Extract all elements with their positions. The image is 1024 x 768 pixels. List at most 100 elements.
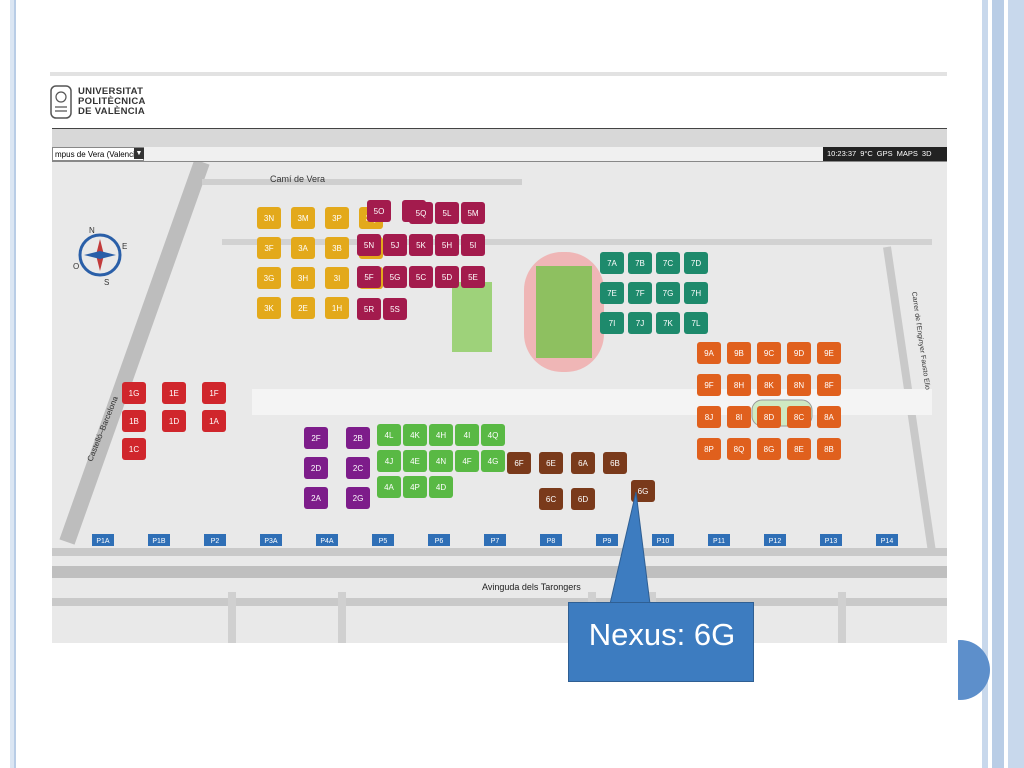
building-2a[interactable]: 2A — [304, 487, 328, 509]
parking-p1a[interactable]: P1A — [92, 534, 114, 546]
building-3g[interactable]: 3G — [257, 267, 281, 289]
parking-p12[interactable]: P12 — [764, 534, 786, 546]
building-8n[interactable]: 8N — [787, 374, 811, 396]
building-4h[interactable]: 4H — [429, 424, 453, 446]
building-6b[interactable]: 6B — [603, 452, 627, 474]
building-7f[interactable]: 7F — [628, 282, 652, 304]
parking-p14[interactable]: P14 — [876, 534, 898, 546]
building-5g[interactable]: 5G — [383, 266, 407, 288]
building-1a[interactable]: 1A — [202, 410, 226, 432]
building-4a[interactable]: 4A — [377, 476, 401, 498]
building-5m[interactable]: 5M — [461, 202, 485, 224]
building-5c[interactable]: 5C — [409, 266, 433, 288]
building-4k[interactable]: 4K — [403, 424, 427, 446]
parking-p3a[interactable]: P3A — [260, 534, 282, 546]
building-7d[interactable]: 7D — [684, 252, 708, 274]
building-7b[interactable]: 7B — [628, 252, 652, 274]
parking-p13[interactable]: P13 — [820, 534, 842, 546]
building-3i[interactable]: 3I — [325, 267, 349, 289]
building-9f[interactable]: 9F — [697, 374, 721, 396]
building-4f[interactable]: 4F — [455, 450, 479, 472]
building-5q[interactable]: 5Q — [409, 202, 433, 224]
building-5h[interactable]: 5H — [435, 234, 459, 256]
building-2b[interactable]: 2B — [346, 427, 370, 449]
building-8f[interactable]: 8F — [817, 374, 841, 396]
building-5n[interactable]: 5N — [357, 234, 381, 256]
building-9c[interactable]: 9C — [757, 342, 781, 364]
building-3n[interactable]: 3N — [257, 207, 281, 229]
building-5e[interactable]: 5E — [461, 266, 485, 288]
building-1e[interactable]: 1E — [162, 382, 186, 404]
building-2e[interactable]: 2E — [291, 297, 315, 319]
building-7j[interactable]: 7J — [628, 312, 652, 334]
building-7h[interactable]: 7H — [684, 282, 708, 304]
building-4e[interactable]: 4E — [403, 450, 427, 472]
building-7g[interactable]: 7G — [656, 282, 680, 304]
building-9b[interactable]: 9B — [727, 342, 751, 364]
building-5k[interactable]: 5K — [409, 234, 433, 256]
building-1c[interactable]: 1C — [122, 438, 146, 460]
campus-map[interactable]: mpus de Vera (Valencia) ▼ 10:23:37 9°C G… — [52, 128, 947, 643]
building-8b[interactable]: 8B — [817, 438, 841, 460]
parking-p5[interactable]: P5 — [372, 534, 394, 546]
building-4j[interactable]: 4J — [377, 450, 401, 472]
building-8i[interactable]: 8I — [727, 406, 751, 428]
building-8e[interactable]: 8E — [787, 438, 811, 460]
building-3h[interactable]: 3H — [291, 267, 315, 289]
building-7k[interactable]: 7K — [656, 312, 680, 334]
building-4l[interactable]: 4L — [377, 424, 401, 446]
building-1f[interactable]: 1F — [202, 382, 226, 404]
building-3p[interactable]: 3P — [325, 207, 349, 229]
parking-p4a[interactable]: P4A — [316, 534, 338, 546]
building-8k[interactable]: 8K — [757, 374, 781, 396]
building-5s[interactable]: 5S — [383, 298, 407, 320]
building-1g[interactable]: 1G — [122, 382, 146, 404]
building-6c[interactable]: 6C — [539, 488, 563, 510]
building-5o[interactable]: 5O — [367, 200, 391, 222]
building-2d[interactable]: 2D — [304, 457, 328, 479]
building-8q[interactable]: 8Q — [727, 438, 751, 460]
building-8p[interactable]: 8P — [697, 438, 721, 460]
building-4g[interactable]: 4G — [481, 450, 505, 472]
building-4p[interactable]: 4P — [403, 476, 427, 498]
building-5d[interactable]: 5D — [435, 266, 459, 288]
maps-button[interactable]: MAPS — [896, 149, 918, 158]
gps-button[interactable]: GPS — [876, 149, 893, 158]
building-3b[interactable]: 3B — [325, 237, 349, 259]
building-9a[interactable]: 9A — [697, 342, 721, 364]
building-3a[interactable]: 3A — [291, 237, 315, 259]
building-5j[interactable]: 5J — [383, 234, 407, 256]
building-2g[interactable]: 2G — [346, 487, 370, 509]
building-8c[interactable]: 8C — [787, 406, 811, 428]
building-6g[interactable]: 6G — [631, 480, 655, 502]
building-4d[interactable]: 4D — [429, 476, 453, 498]
building-8j[interactable]: 8J — [697, 406, 721, 428]
parking-p1b[interactable]: P1B — [148, 534, 170, 546]
campus-select[interactable]: mpus de Vera (Valencia) — [52, 147, 144, 161]
building-6a[interactable]: 6A — [571, 452, 595, 474]
parking-p2[interactable]: P2 — [204, 534, 226, 546]
building-4i[interactable]: 4I — [455, 424, 479, 446]
building-2f[interactable]: 2F — [304, 427, 328, 449]
3d-button[interactable]: 3D — [921, 149, 932, 158]
building-3f[interactable]: 3F — [257, 237, 281, 259]
building-7a[interactable]: 7A — [600, 252, 624, 274]
building-7e[interactable]: 7E — [600, 282, 624, 304]
building-3k[interactable]: 3K — [257, 297, 281, 319]
parking-p11[interactable]: P11 — [708, 534, 730, 546]
building-5i[interactable]: 5I — [461, 234, 485, 256]
building-8h[interactable]: 8H — [727, 374, 751, 396]
building-8d[interactable]: 8D — [757, 406, 781, 428]
building-1b[interactable]: 1B — [122, 410, 146, 432]
building-6f[interactable]: 6F — [507, 452, 531, 474]
building-6e[interactable]: 6E — [539, 452, 563, 474]
parking-p10[interactable]: P10 — [652, 534, 674, 546]
parking-p8[interactable]: P8 — [540, 534, 562, 546]
parking-p9[interactable]: P9 — [596, 534, 618, 546]
building-7l[interactable]: 7L — [684, 312, 708, 334]
building-1d[interactable]: 1D — [162, 410, 186, 432]
building-7i[interactable]: 7I — [600, 312, 624, 334]
building-9e[interactable]: 9E — [817, 342, 841, 364]
building-4n[interactable]: 4N — [429, 450, 453, 472]
building-5r[interactable]: 5R — [357, 298, 381, 320]
